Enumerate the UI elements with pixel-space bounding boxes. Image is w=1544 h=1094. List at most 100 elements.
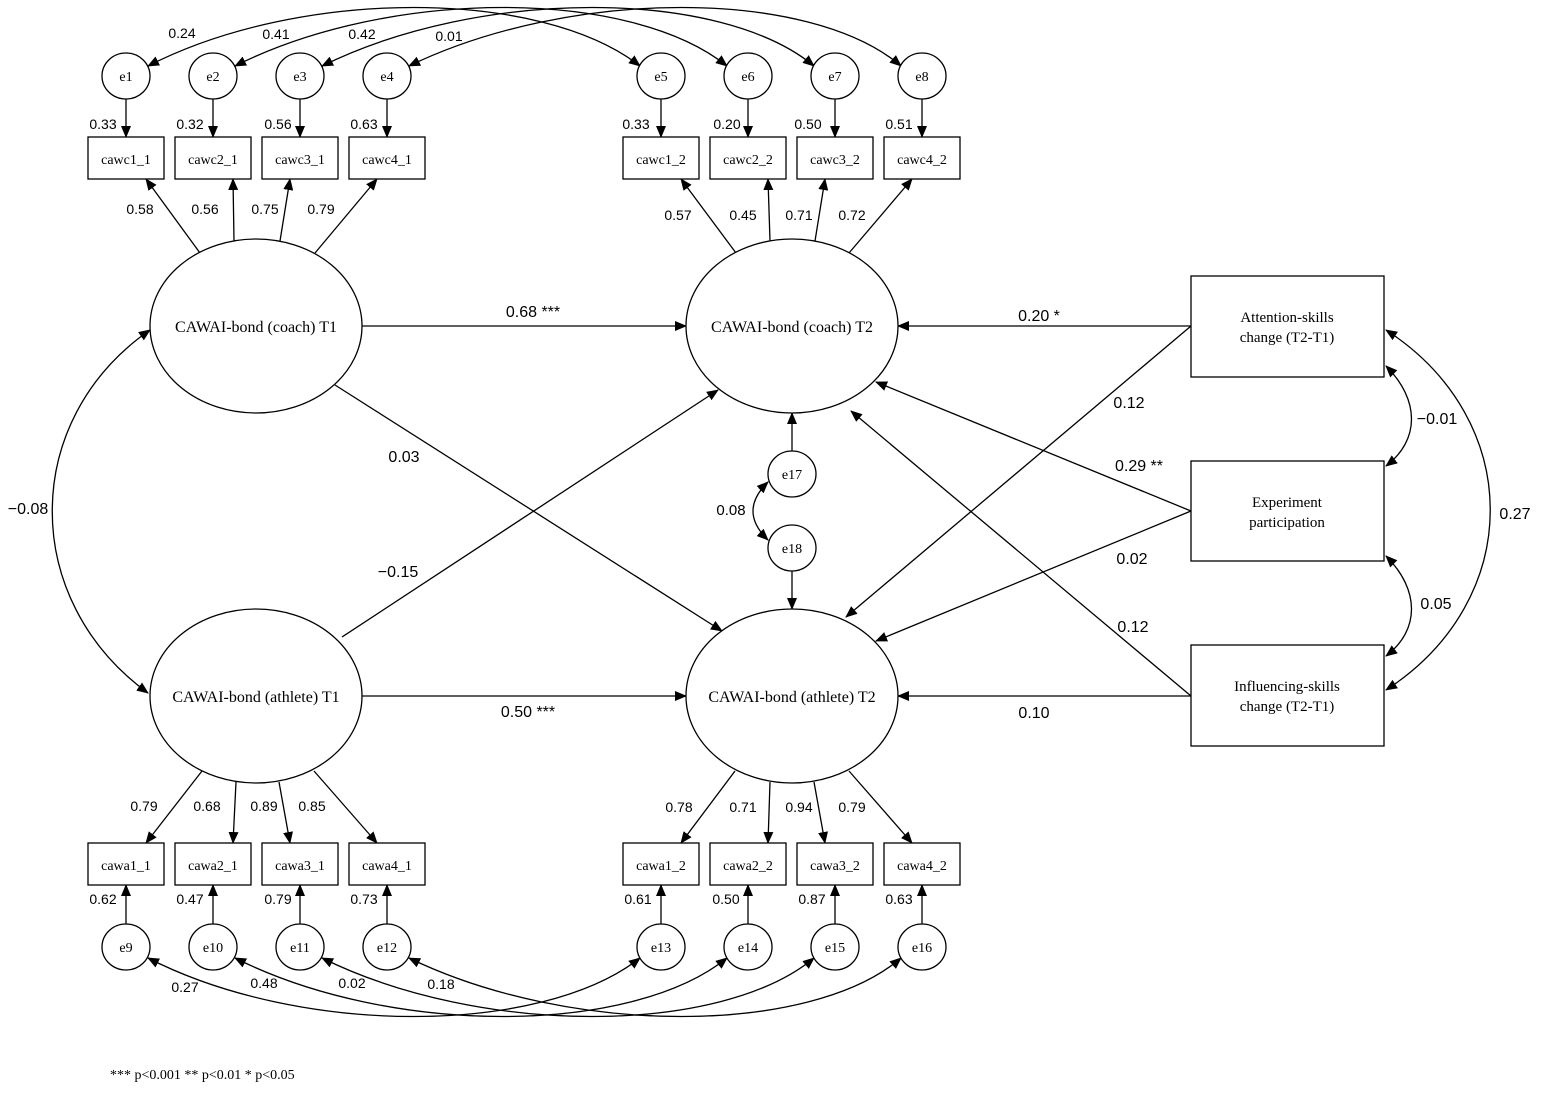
error-label-top-8: e8: [915, 70, 928, 85]
cov-attention-influencing: [1385, 329, 1491, 691]
error-circle-bottom-1: [101, 923, 151, 971]
indicator-box-bottom-3: [261, 842, 339, 886]
label-cov-attention-influencing: 0.27: [1499, 506, 1530, 523]
top-error-path-label-7: 0.50: [794, 116, 821, 132]
bottom-loading-label-6: 0.71: [729, 799, 756, 815]
top-loading-label-7: 0.71: [785, 207, 812, 223]
label-attention-to-coach-t2: 0.20 *: [1018, 308, 1060, 325]
indicator-box-top-8: [883, 136, 961, 180]
error-label-bottom-2: e10: [203, 941, 223, 956]
error-circle-top-1: [101, 52, 151, 100]
observed-influencing-line1: Influencing-skills: [1234, 679, 1340, 695]
bottom-error-path-label-1: 0.62: [89, 891, 116, 907]
top-loading-5: [680, 178, 737, 254]
bottom-residual-cov-label-2: 0.48: [250, 975, 277, 991]
error-circle-top-4: [362, 52, 412, 100]
top-loading-label-3: 0.75: [251, 201, 278, 217]
indicator-label-bottom-8: cawa4_2: [897, 859, 947, 874]
label-influencing-to-athlete-t2: 0.10: [1018, 705, 1049, 722]
bottom-error-path-label-6: 0.50: [712, 891, 739, 907]
error-circle-top-7: [810, 52, 860, 100]
error-label-bottom-7: e15: [825, 941, 845, 956]
bottom-loading-label-3: 0.89: [250, 798, 277, 814]
indicator-box-bottom-7: [796, 842, 874, 886]
top-error-path-label-6: 0.20: [713, 116, 740, 132]
label-coach-t1-to-athlete-t2: 0.03: [388, 449, 419, 466]
latent-coach-t2: [685, 238, 899, 414]
error-label-bottom-1: e9: [119, 941, 132, 956]
cov-e1-e5: [147, 6, 641, 67]
label-experiment-to-athlete-t2: 0.02: [1116, 551, 1147, 568]
error-circle-bottom-7: [810, 923, 860, 971]
indicator-label-bottom-4: cawa4_1: [362, 859, 412, 874]
cov-coach-t1-athlete-t1: [51, 329, 151, 694]
label-experiment-to-coach-t2: 0.29 **: [1115, 458, 1163, 475]
observed-influencing-line2: change (T2-T1): [1240, 699, 1335, 715]
error-circle-top-6: [723, 52, 773, 100]
top-loading-3: [279, 178, 294, 242]
cov-attention-experiment: [1385, 365, 1413, 467]
error-circle-bottom-6: [723, 923, 773, 971]
indicator-box-top-1: [87, 136, 165, 180]
indicator-label-bottom-5: cawa1_2: [636, 859, 686, 874]
observed-experiment-line2: participation: [1249, 515, 1325, 531]
bottom-loading-label-7: 0.94: [785, 799, 812, 815]
label-attention-to-athlete-t2: 0.12: [1113, 395, 1144, 412]
bottom-loading-label-1: 0.79: [130, 798, 157, 814]
top-loading-1: [145, 178, 201, 254]
error-circle-bottom-8: [897, 923, 947, 971]
path-experiment-to-coach-t2: [875, 381, 1192, 512]
error-label-bottom-4: e12: [377, 941, 397, 956]
indicator-box-bottom-8: [883, 842, 961, 886]
top-residual-cov-label-3: 0.42: [348, 26, 375, 42]
top-loading-4: [314, 178, 378, 254]
top-loading-6: [763, 178, 774, 242]
path-athlete-t1-to-coach-t2: [341, 389, 719, 638]
indicator-label-bottom-6: cawa2_2: [723, 859, 773, 874]
top-error-path-label-2: 0.32: [176, 116, 203, 132]
error-label-bottom-6: e14: [738, 941, 758, 956]
indicator-label-top-2: cawc2_1: [188, 153, 238, 168]
observed-attention-box: [1190, 275, 1385, 378]
label-cov-experiment-influencing: 0.05: [1420, 596, 1451, 613]
observed-experiment-box: [1190, 460, 1385, 562]
top-error-path-label-1: 0.33: [89, 116, 116, 132]
label-t1-covariance: −0.08: [8, 501, 49, 518]
bottom-loading-4: [313, 770, 378, 844]
path-experiment-to-athlete-t2: [875, 510, 1192, 642]
top-loading-2: [228, 178, 239, 242]
indicator-box-top-3: [261, 136, 339, 180]
bottom-error-path-label-3: 0.79: [264, 891, 291, 907]
error-label-struct-2: e18: [782, 542, 802, 557]
top-loading-label-1: 0.58: [126, 201, 153, 217]
error-label-top-1: e1: [119, 70, 132, 85]
error-label-top-4: e4: [380, 70, 393, 85]
significance-footnote: *** p<0.001 ** p<0.01 * p<0.05: [110, 1068, 295, 1083]
indicator-box-top-6: [709, 136, 787, 180]
latent-coach-t2-label: CAWAI-bond (coach) T2: [711, 319, 873, 336]
error-circle-top-5: [636, 52, 686, 100]
indicator-box-top-5: [622, 136, 700, 180]
cov-e17-e18: [752, 481, 769, 541]
top-error-path-label-5: 0.33: [622, 116, 649, 132]
observed-attention-line2: change (T2-T1): [1240, 330, 1335, 346]
cov-e4-e8: [408, 6, 902, 67]
bottom-error-path-label-4: 0.73: [350, 891, 377, 907]
bottom-error-path-label-7: 0.87: [798, 891, 825, 907]
error-circle-struct-2: [767, 524, 817, 572]
error-circle-struct-1: [767, 450, 817, 498]
error-circle-bottom-3: [275, 923, 325, 971]
indicator-label-top-7: cawc3_2: [810, 153, 860, 168]
error-label-top-5: e5: [654, 70, 667, 85]
latent-coach-t1: [149, 238, 363, 414]
top-residual-cov-label-4: 0.01: [435, 28, 462, 44]
bottom-loading-3: [278, 781, 293, 844]
error-circle-bottom-5: [636, 923, 686, 971]
top-loading-7: [814, 178, 829, 242]
error-label-top-7: e7: [828, 70, 841, 85]
latent-coach-t1-label: CAWAI-bond (coach) T1: [175, 319, 337, 336]
error-circle-bottom-2: [188, 923, 238, 971]
label-e17-e18-cov: 0.08: [716, 502, 745, 519]
path-influencing-to-coach-t2: [850, 410, 1192, 697]
cov-e3-e7: [321, 6, 815, 67]
